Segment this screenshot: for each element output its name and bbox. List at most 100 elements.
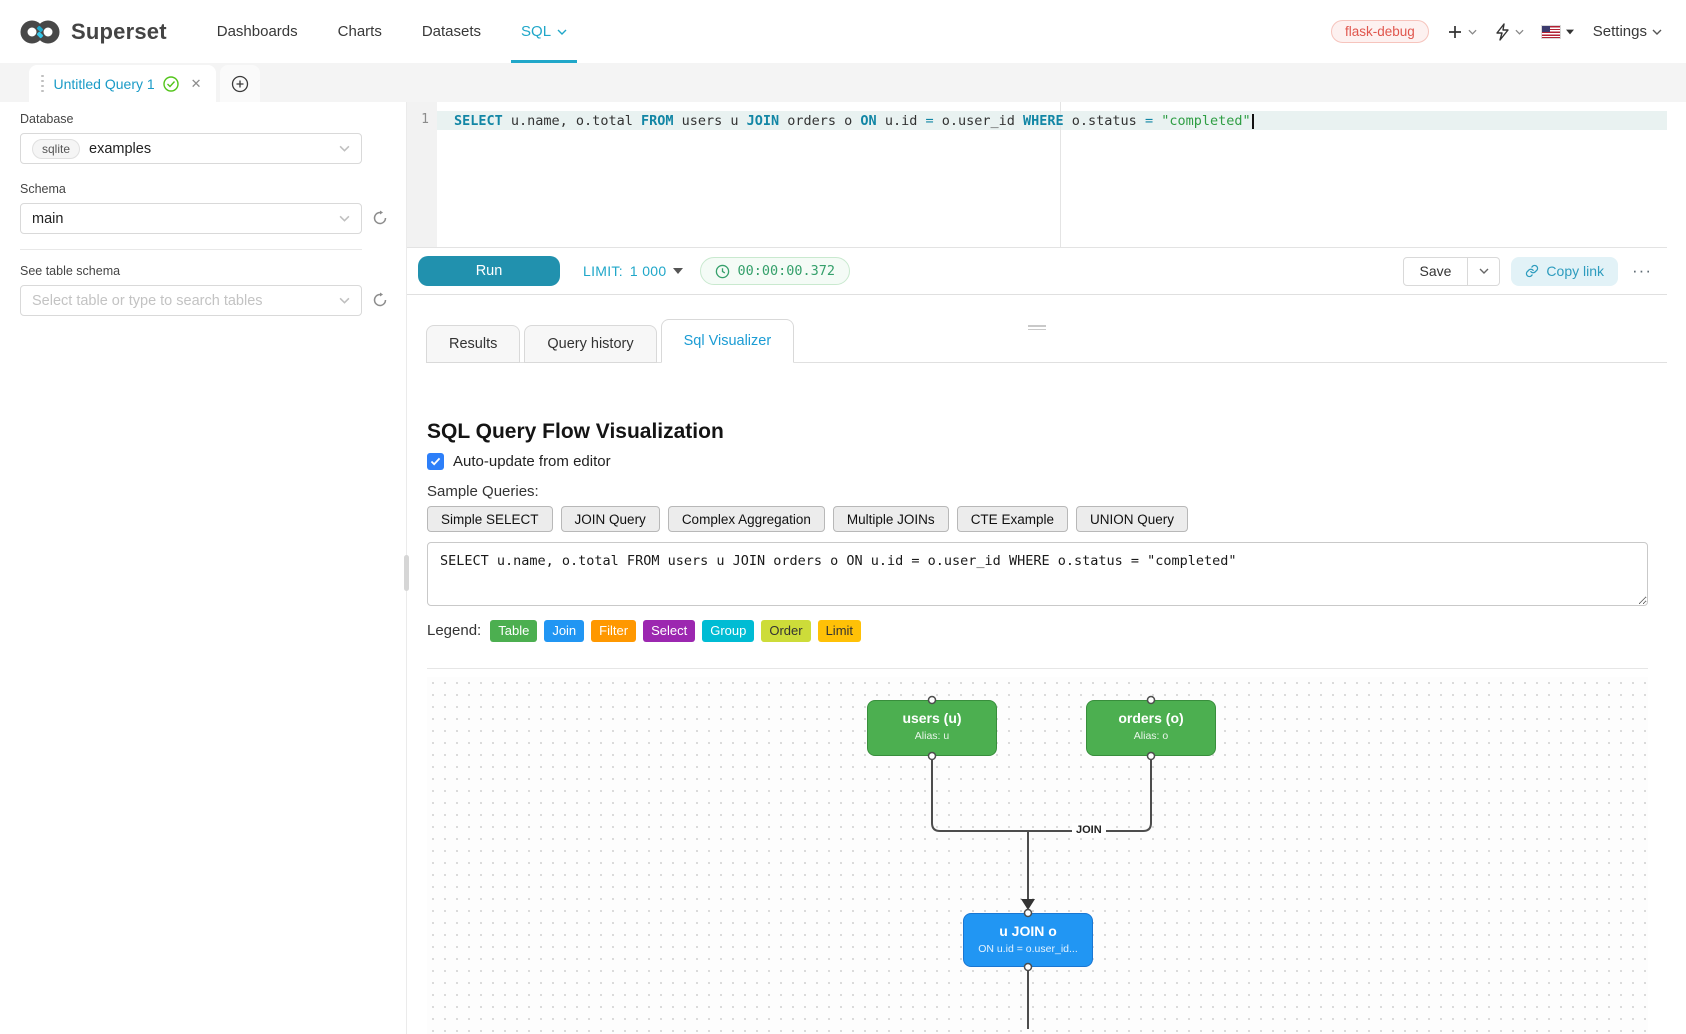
tab-sql-visualizer[interactable]: Sql Visualizer	[660, 319, 795, 363]
drag-handle-icon[interactable]	[39, 74, 46, 93]
nav-dashboards[interactable]: Dashboards	[216, 23, 298, 40]
database-engine-badge: sqlite	[32, 138, 81, 159]
line-number: 1	[421, 112, 429, 127]
query-search-menu[interactable]	[1495, 22, 1524, 41]
main-nav: Dashboards Charts Datasets SQL	[197, 0, 587, 63]
sql-token: o.user_id	[933, 113, 1024, 129]
schema-label: Schema	[20, 182, 66, 196]
sample-union-query-button[interactable]: UNION Query	[1075, 506, 1188, 532]
close-tab-icon[interactable]: ✕	[190, 75, 202, 91]
sample-simple-select-button[interactable]: Simple SELECT	[427, 506, 553, 532]
node-title: users (u)	[902, 709, 962, 726]
sql-token: SELECT	[454, 113, 503, 129]
sidebar-divider	[20, 249, 362, 250]
save-button[interactable]: Save	[1402, 256, 1469, 286]
nav-datasets[interactable]: Datasets	[421, 23, 482, 40]
database-select[interactable]: sqlite examples	[20, 133, 362, 164]
node-title: u JOIN o	[999, 922, 1057, 939]
legend-label: Legend:	[427, 622, 482, 640]
language-picker[interactable]	[1541, 25, 1575, 38]
sql-token: u.name, o.total	[502, 113, 641, 129]
copy-link-label: Copy link	[1546, 263, 1605, 279]
legend-badge-limit: Limit	[817, 620, 862, 642]
sample-cte-example-button[interactable]: CTE Example	[956, 506, 1068, 532]
limit-dropdown[interactable]: LIMIT: 1 000	[583, 263, 684, 279]
sample-multiple-joins-button[interactable]: Multiple JOINs	[832, 506, 949, 532]
refresh-tables-button[interactable]	[372, 292, 388, 313]
save-button-group: Save	[1402, 256, 1501, 286]
auto-update-checkbox[interactable]	[427, 453, 444, 470]
page-title: SQL Query Flow Visualization	[427, 420, 724, 443]
table-select[interactable]: Select table or type to search tables	[20, 285, 362, 316]
nav-sql[interactable]: SQL	[501, 0, 587, 63]
schema-select-value: main	[32, 210, 64, 227]
superset-logo[interactable]: Superset	[18, 18, 167, 46]
tab-results[interactable]: Results	[426, 325, 521, 363]
sample-join-query-button[interactable]: JOIN Query	[560, 506, 660, 532]
south-pane: Results Query history Sql Visualizer SQL…	[407, 319, 1667, 1034]
text-cursor	[1251, 114, 1254, 129]
node-subtitle: Alias: o	[1133, 729, 1169, 742]
query-tab-strip: Untitled Query 1 ✕	[0, 63, 1686, 102]
sql-token: users u	[673, 113, 747, 129]
visualizer-panel: SQL Query Flow Visualization Auto-update…	[407, 420, 1667, 1034]
sql-token: ON	[860, 113, 877, 129]
pane-resize-handle[interactable]	[1028, 323, 1046, 332]
us-flag-icon	[1541, 25, 1560, 38]
chevron-down-icon	[339, 145, 350, 152]
sample-complex-aggregation-button[interactable]: Complex Aggregation	[667, 506, 825, 532]
tab-query-history[interactable]: Query history	[524, 325, 657, 363]
flow-node-orders[interactable]: orders (o) Alias: o	[1086, 699, 1216, 756]
sidebar-resize-handle[interactable]	[404, 555, 409, 591]
nav-charts[interactable]: Charts	[337, 23, 382, 40]
sql-token: =	[925, 113, 934, 129]
timer-value: 00:00:00.372	[737, 263, 836, 279]
legend-badge-select: Select	[643, 620, 696, 642]
refresh-schemas-button[interactable]	[372, 210, 388, 231]
database-label: Database	[20, 112, 74, 126]
chevron-down-icon	[339, 297, 350, 304]
node-title: orders (o)	[1118, 709, 1184, 726]
legend-row: Legend: Table Join Filter Select Group O…	[427, 620, 1648, 642]
sql-token: FROM	[640, 113, 674, 129]
node-subtitle: ON u.id = o.user_id...	[978, 942, 1078, 955]
refresh-icon	[373, 210, 387, 225]
brand-name: Superset	[71, 18, 167, 44]
settings-menu[interactable]: Settings	[1593, 23, 1662, 40]
query-text-input[interactable]: SELECT u.name, o.total FROM users u JOIN…	[427, 542, 1648, 606]
plus-icon	[1448, 25, 1461, 38]
save-options-button[interactable]	[1468, 256, 1501, 286]
run-button[interactable]: Run	[418, 256, 560, 286]
new-item-menu[interactable]	[1447, 24, 1477, 40]
active-line-highlight	[437, 111, 1667, 130]
query-tab-untitled[interactable]: Untitled Query 1 ✕	[29, 65, 216, 102]
flow-diagram-canvas[interactable]: users (u) Alias: u orders (o) Alias: o u…	[427, 676, 1648, 1034]
add-query-tab-button[interactable]	[219, 65, 260, 102]
copy-link-button[interactable]: Copy link	[1511, 256, 1619, 286]
sql-editor[interactable]: 1 SELECT u.name, o.total FROM users u JO…	[407, 102, 1667, 248]
editor-code-area[interactable]: SELECT u.name, o.total FROM users u JOIN…	[437, 102, 1667, 247]
database-select-value: examples	[89, 140, 152, 157]
refresh-icon	[373, 292, 387, 307]
lightning-bolt-icon	[1496, 22, 1509, 41]
query-timer: 00:00:00.372	[700, 257, 851, 285]
sql-token: JOIN	[746, 113, 780, 129]
chevron-down-icon	[1479, 268, 1489, 274]
schema-select[interactable]: main	[20, 203, 362, 234]
legend-badge-table: Table	[490, 620, 538, 642]
more-actions-button[interactable]: ···	[1632, 261, 1652, 280]
node-subtitle: Alias: u	[914, 729, 950, 742]
clock-icon	[716, 264, 730, 278]
settings-label: Settings	[1592, 23, 1647, 40]
flow-node-users[interactable]: users (u) Alias: u	[867, 699, 997, 756]
superset-infinity-icon	[20, 20, 60, 43]
check-circle-icon	[162, 75, 179, 92]
link-icon	[1526, 264, 1539, 278]
flow-node-join[interactable]: u JOIN o ON u.id = o.user_id...	[963, 912, 1093, 967]
legend-badge-join: Join	[544, 620, 585, 642]
legend-badge-order: Order	[761, 620, 811, 642]
join-edge-label: JOIN	[1072, 822, 1106, 837]
sql-token: WHERE	[1023, 113, 1064, 129]
top-navbar: Superset Dashboards Charts Datasets SQL …	[0, 0, 1686, 63]
